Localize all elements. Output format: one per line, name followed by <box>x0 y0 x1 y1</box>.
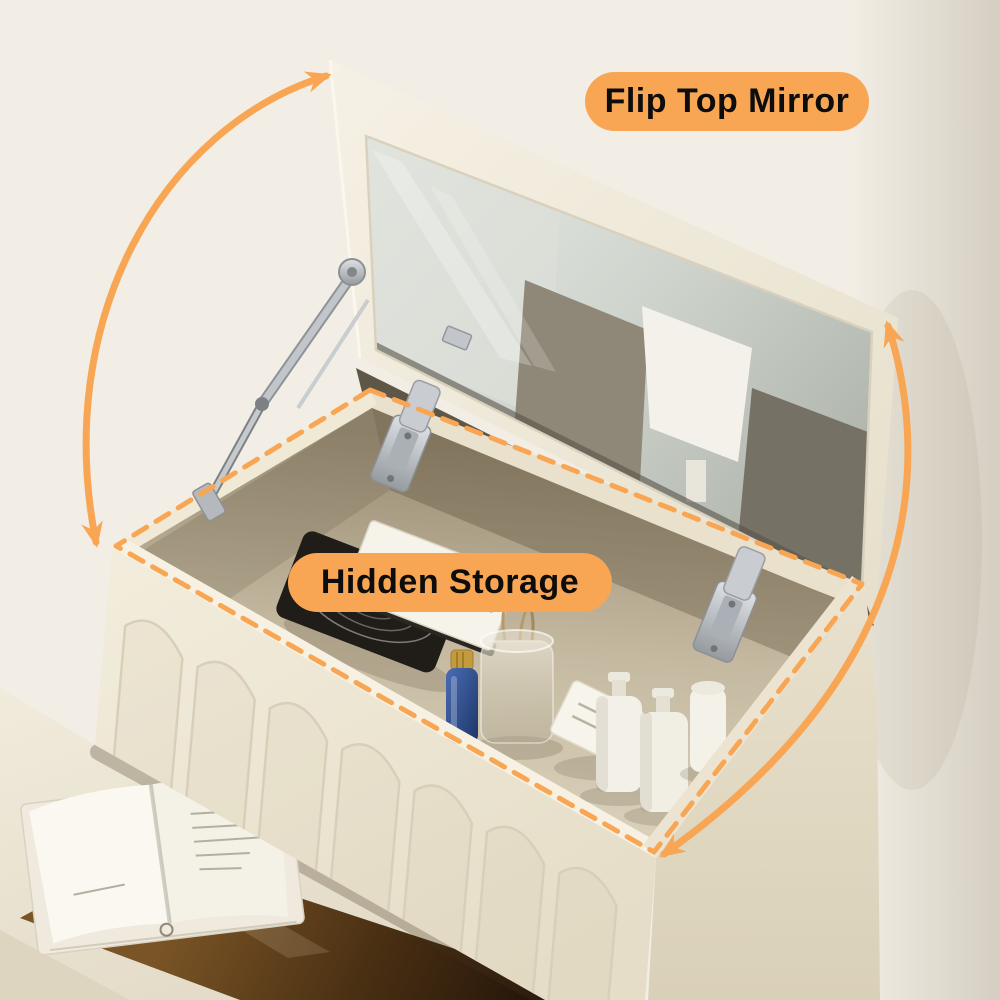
arm-elbow-pivot <box>255 397 269 411</box>
flip-top-mirror-label: Flip Top Mirror <box>585 72 869 131</box>
flip-arrow-left <box>81 71 332 548</box>
notebook-left-page <box>29 784 170 944</box>
perfume-bottle-blue <box>446 649 478 744</box>
shadow <box>283 617 457 693</box>
hidden-storage-label-text: Hidden Storage <box>320 563 580 601</box>
arch-groove <box>541 866 618 1000</box>
notebook-spine <box>148 784 172 924</box>
flip-top-mirror-label-text: Flip Top Mirror <box>604 82 850 120</box>
fluted-front-panel <box>95 548 656 1000</box>
hidden-storage-label: Hidden Storage <box>288 553 612 612</box>
mirror-wall-reflection <box>366 136 560 420</box>
corner-bracket <box>441 325 473 351</box>
soft-close-hinge-left <box>370 379 441 493</box>
page-edges <box>50 920 297 952</box>
mirror-lamp-base-reflection <box>686 460 706 502</box>
notebook-emblem <box>159 922 174 937</box>
desk-front-edge <box>0 930 130 1000</box>
mirror-streak-2 <box>430 186 556 372</box>
arm-top-pivot-pin <box>347 267 357 277</box>
mirror-streak <box>372 150 532 366</box>
flip-arrow-right <box>659 320 912 858</box>
lid-edge-highlight <box>328 59 362 359</box>
front-rim <box>112 539 670 858</box>
